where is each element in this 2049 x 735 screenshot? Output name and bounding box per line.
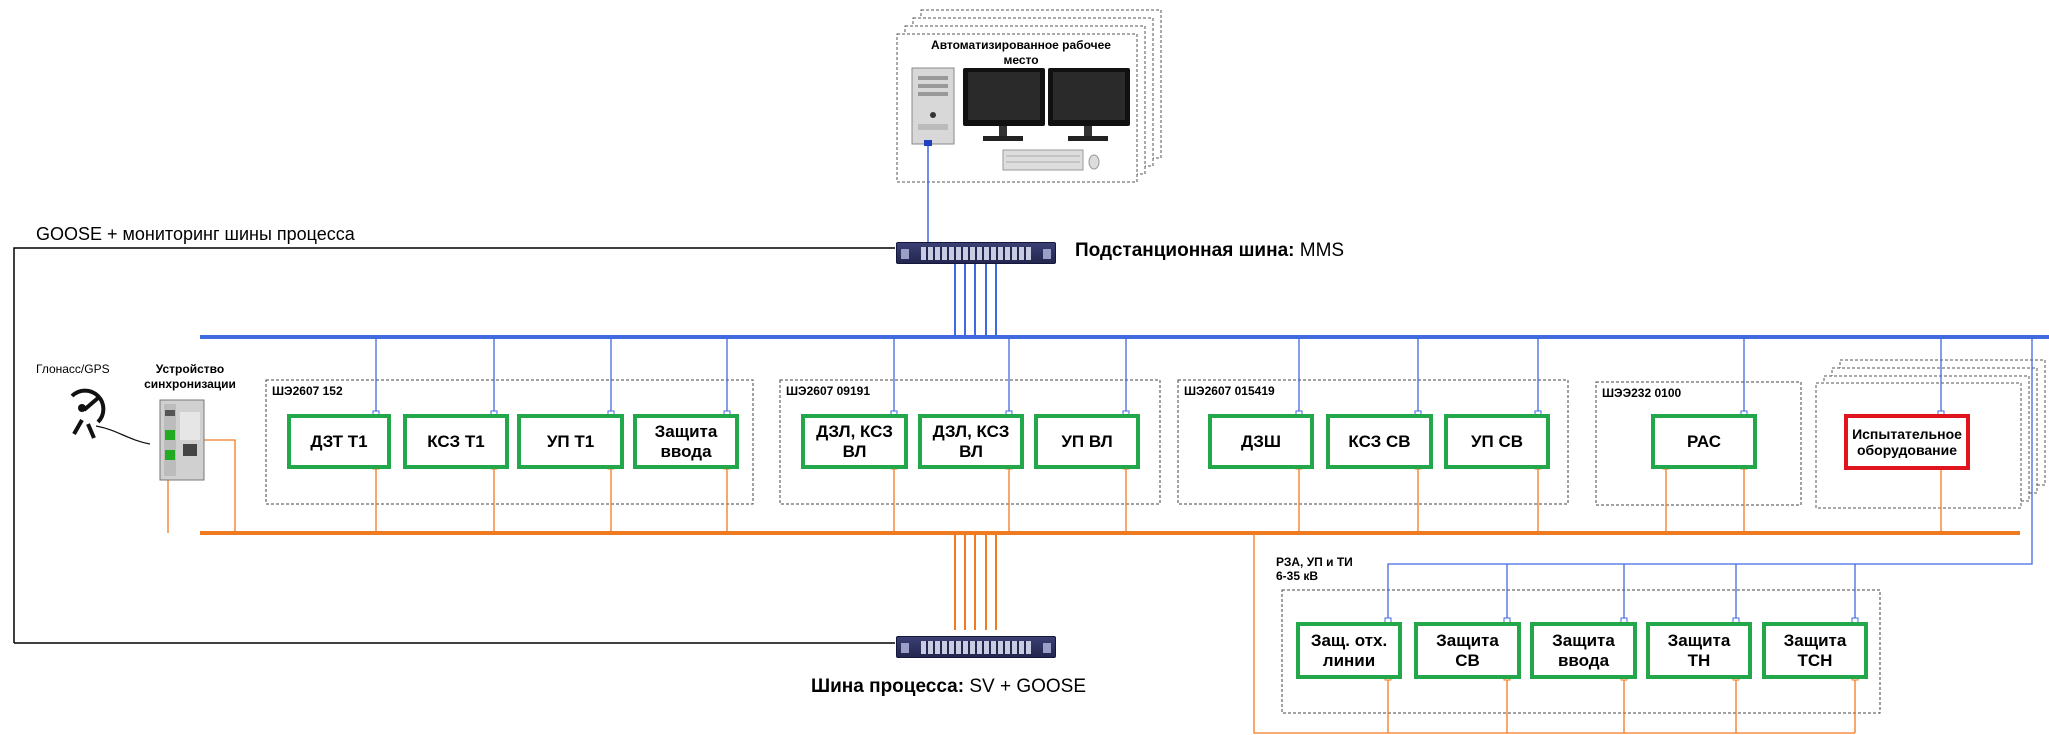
cabinet-label: ШЭЭ232 0100	[1602, 386, 1682, 400]
device-label: Испытательное оборудование	[1852, 426, 1962, 458]
station-bus-label: Подстанционная шина: MMS	[1075, 240, 1344, 262]
device-label: ДЗЛ, КСЗ ВЛ	[932, 421, 1010, 461]
device-box: ДЗШ	[1208, 414, 1314, 469]
device-box: КСЗ Т1	[403, 414, 509, 469]
gps-antenna-icon	[70, 388, 106, 439]
device-box: УП СВ	[1444, 414, 1550, 469]
sync-device-label: Устройство синхронизации	[144, 362, 236, 391]
device-box: ДЗЛ, КСЗ ВЛ	[918, 414, 1024, 469]
device-label: УП СВ	[1470, 431, 1524, 451]
monitor-icon	[963, 68, 1130, 141]
cabinet-label: ШЭ2607 152	[272, 384, 343, 398]
workstation-title: Автоматизированное рабочее место	[931, 38, 1111, 67]
device-box: Защита ввода	[1530, 622, 1637, 679]
test-equipment-box: Испытательное оборудование	[1844, 414, 1970, 470]
device-box: КСЗ СВ	[1326, 414, 1433, 469]
cabinet-label: ШЭ2607 015419	[1184, 384, 1275, 398]
goose-line-label: GOOSE + мониторинг шины процесса	[36, 224, 355, 244]
device-box: Защита ТН	[1646, 622, 1752, 679]
device-box: РАС	[1651, 414, 1757, 469]
cabinet-label: ШЭ2607 09191	[786, 384, 870, 398]
goose-monitoring-line	[13, 247, 895, 643]
device-label: УП ВЛ	[1061, 431, 1113, 451]
process-bus-label: Шина процесса: SV + GOOSE	[811, 676, 1086, 698]
device-box: УП Т1	[517, 414, 624, 469]
device-label: Защита СВ	[1436, 630, 1499, 670]
process-bus-switch-icon	[896, 636, 1056, 658]
device-label: ДЗШ	[1240, 431, 1282, 451]
device-box: Защита ТСН	[1762, 622, 1868, 679]
device-label: УП Т1	[546, 431, 595, 451]
process-bus-name: Шина процесса:	[811, 676, 965, 697]
pc-tower-icon	[911, 67, 955, 146]
sync-device-icon	[159, 399, 205, 481]
device-label: КСЗ Т1	[427, 431, 485, 451]
gps-label: Глонасс/GPS	[36, 362, 110, 376]
process-bus-protocol: SV + GOOSE	[964, 676, 1087, 697]
device-box: Защита СВ	[1414, 622, 1521, 679]
station-bus-name: Подстанционная шина:	[1075, 240, 1295, 261]
device-box: Защита ввода	[633, 414, 739, 469]
device-label: ДЗТ Т1	[310, 431, 368, 451]
device-label: ДЗЛ, КСЗ ВЛ	[816, 421, 893, 461]
device-label: Защита ТН	[1667, 630, 1731, 670]
station-bus-switch-icon	[896, 242, 1056, 264]
station-bus-protocol: MMS	[1294, 240, 1345, 261]
device-label: Защита ввода	[654, 421, 718, 461]
device-label: Защита ввода	[1552, 630, 1615, 670]
device-box: УП ВЛ	[1034, 414, 1140, 469]
device-box: ДЗЛ, КСЗ ВЛ	[801, 414, 908, 469]
device-box: ДЗТ Т1	[287, 414, 391, 469]
device-label: Защита ТСН	[1783, 630, 1847, 670]
device-label: РАС	[1687, 431, 1721, 451]
device-box: Защ. отх. линии	[1296, 622, 1402, 679]
rza-group-label: РЗА, УП и ТИ 6-35 кВ	[1276, 555, 1353, 583]
device-label: Защ. отх. линии	[1310, 630, 1388, 670]
keyboard-icon	[1002, 149, 1100, 171]
device-label: КСЗ СВ	[1348, 431, 1411, 451]
